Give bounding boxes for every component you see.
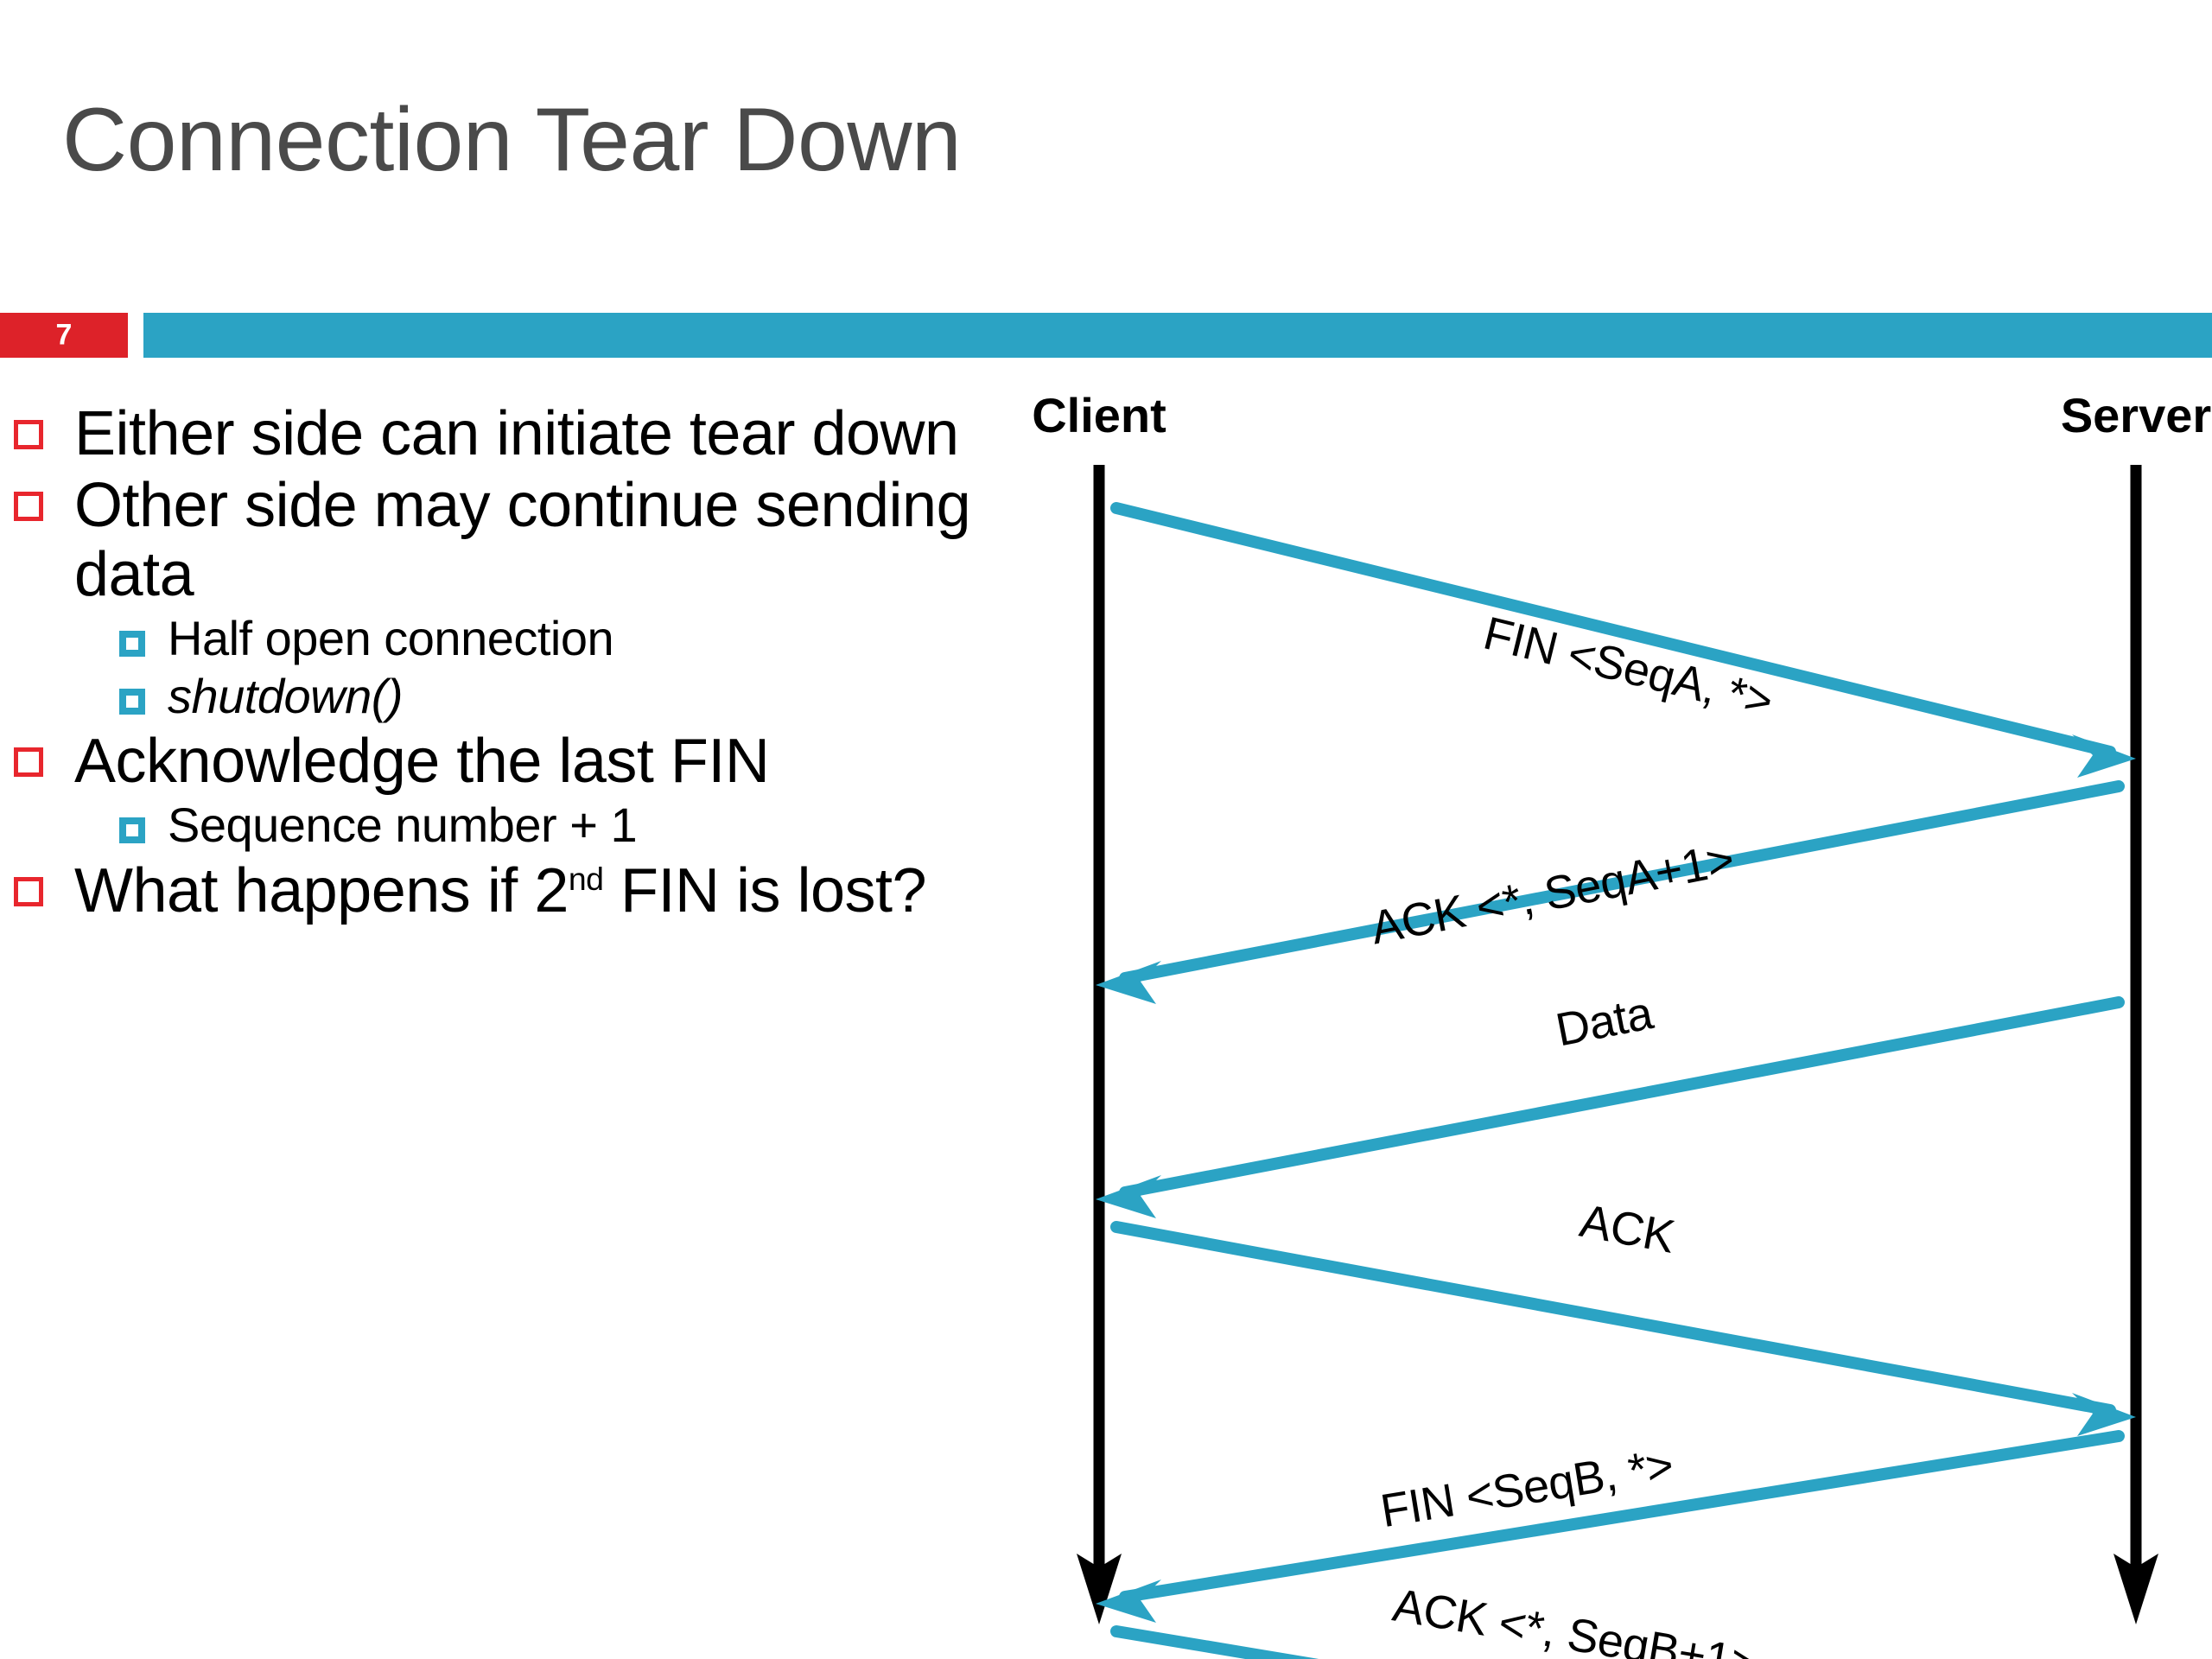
- square-bullet-icon: [14, 747, 43, 778]
- list-item: Either side can initiate tear down: [14, 399, 1033, 469]
- accent-bar: [143, 313, 2212, 358]
- list-item: Half open connection: [119, 610, 1033, 666]
- lifeline-server: [2113, 465, 2158, 1624]
- lane-label-client-text: Client: [1032, 388, 1166, 442]
- message-arrow-2: [1096, 780, 2125, 1004]
- square-bullet-icon: [14, 420, 43, 449]
- ordinal-suffix: nd: [568, 860, 604, 897]
- message-arrow-5: [1096, 1430, 2125, 1623]
- slide-number-text: 7: [55, 318, 73, 352]
- square-bullet-icon: [119, 630, 145, 657]
- page-title: Connection Tear Down: [62, 90, 962, 190]
- list-item: What happens if 2nd FIN is lost?: [14, 856, 1033, 926]
- message-arrow-1: [1110, 502, 2136, 778]
- message-label-2-text: ACK <*, SeqA+1>: [1367, 833, 1738, 954]
- square-bullet-icon: [119, 817, 145, 843]
- lane-label-client: Client: [1032, 388, 1166, 442]
- square-bullet-icon: [14, 491, 43, 521]
- lifeline-client: [1077, 465, 1122, 1624]
- bullet-text: shutdown(): [168, 668, 404, 723]
- bullet-text: Either side can initiate tear down: [74, 399, 959, 468]
- bullet-text: Sequence number + 1: [168, 797, 638, 852]
- message-arrow-4: [1110, 1221, 2136, 1436]
- message-label-6-text: ACK <*, SeqB+1>: [1389, 1579, 1761, 1659]
- list-item: Sequence number + 1: [119, 798, 1033, 853]
- bullet-text: Acknowledge the last FIN: [74, 727, 770, 797]
- bullet-text-post: FIN is lost?: [603, 855, 927, 925]
- lane-label-server: Server: [2061, 388, 2211, 442]
- message-arrow-3: [1096, 996, 2125, 1218]
- sequence-diagram: Client Server FIN <: [1020, 380, 2212, 1659]
- bullet-text: Half open connection: [168, 610, 614, 665]
- message-label-1-text: FIN <SeqA, *>: [1478, 607, 1777, 728]
- bullet-text-pre: What happens if 2: [74, 855, 569, 925]
- message-label-4-text: ACK: [1576, 1195, 1679, 1263]
- message-label-5-text: FIN <SeqB, *>: [1377, 1439, 1677, 1537]
- bullet-text-superscript: What happens if 2nd FIN is lost?: [74, 855, 927, 926]
- list-item: Other side may continue sending data: [14, 471, 1033, 610]
- bullet-list: Either side can initiate tear down Other…: [14, 399, 1033, 927]
- list-item: Acknowledge the last FIN: [14, 727, 1033, 797]
- slide-number-bar: 7: [0, 313, 2212, 358]
- list-item: shutdown(): [119, 668, 1033, 724]
- message-label-3-text: Data: [1552, 987, 1658, 1057]
- lane-label-server-text: Server: [2061, 388, 2211, 442]
- bullet-text: Other side may continue sending data: [74, 470, 971, 610]
- square-bullet-icon: [14, 876, 43, 906]
- slide-number-badge: 7: [0, 313, 128, 358]
- square-bullet-icon: [119, 688, 145, 715]
